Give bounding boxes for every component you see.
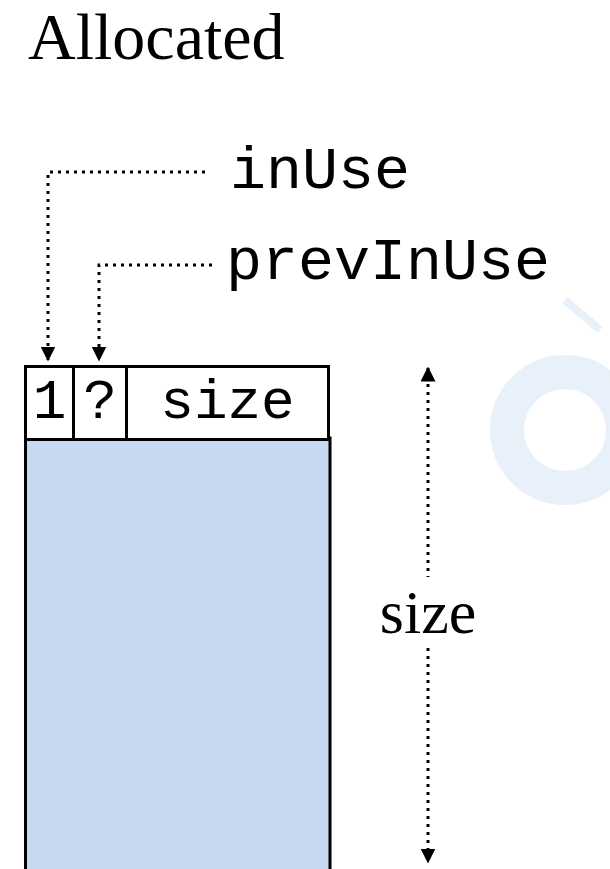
title: Allocated (28, 4, 285, 70)
leader-line (48, 172, 205, 360)
block-body (26, 438, 331, 869)
header-field: 1 (24, 365, 75, 441)
field-label: inUse (230, 142, 410, 202)
leader-line (99, 265, 212, 360)
watermark (507, 300, 610, 488)
dimension-label: size (378, 577, 478, 647)
field-text: 1 (33, 375, 67, 431)
field-text: ? (83, 375, 117, 431)
header-field: size (125, 365, 330, 441)
field-label: prevInUse (226, 233, 550, 293)
header-field: ? (72, 365, 128, 441)
field-text: size (160, 375, 294, 431)
